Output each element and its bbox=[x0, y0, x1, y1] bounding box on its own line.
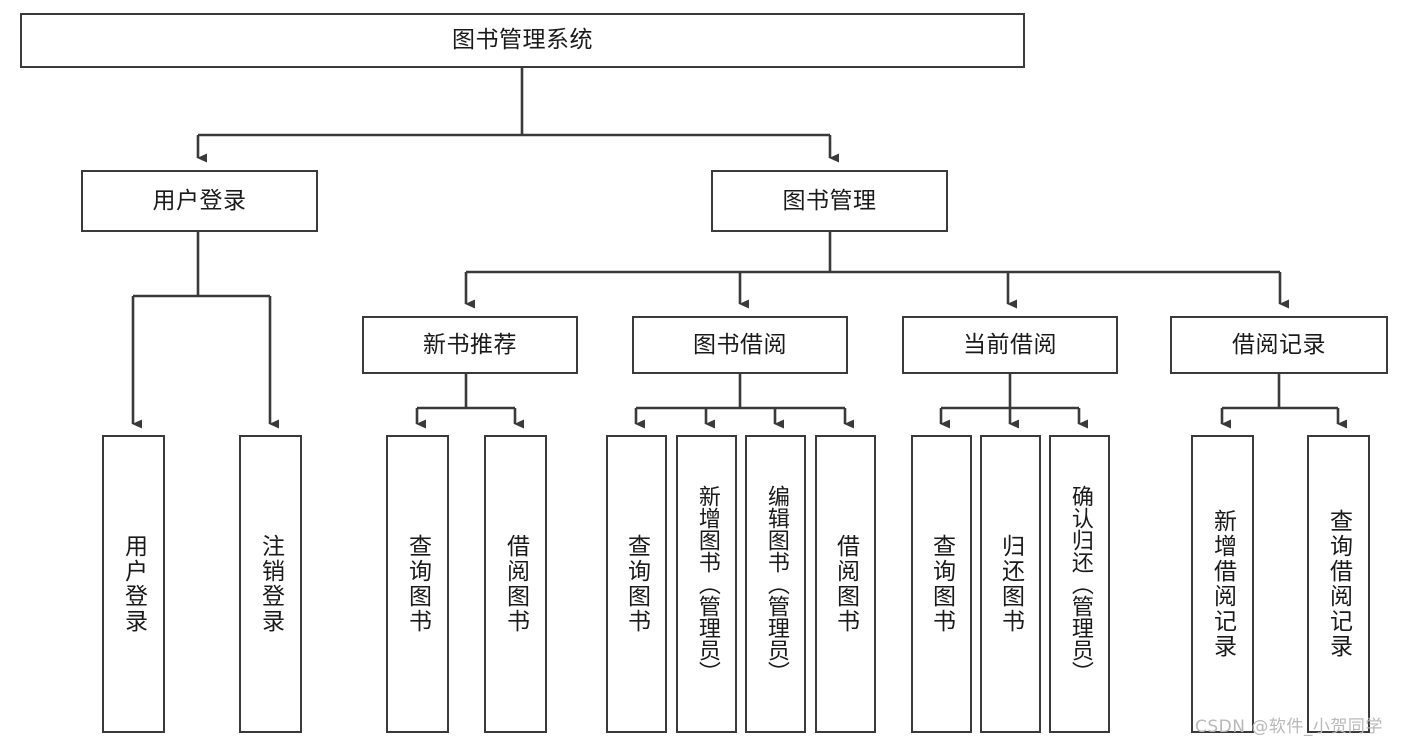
node-leaf-user-login[interactable]: 用户登录 bbox=[102, 435, 165, 733]
node-leaf-confirm-return[interactable]: 确认归还（管理员） bbox=[1049, 435, 1110, 733]
node-root-label: 图书管理系统 bbox=[452, 27, 593, 54]
node-leaf-add-record-label: 新增借阅记录 bbox=[1209, 509, 1236, 659]
node-user-login[interactable]: 用户登录 bbox=[81, 170, 318, 232]
node-book-management-label: 图书管理 bbox=[782, 187, 877, 214]
node-leaf-logout-login-label: 注销登录 bbox=[257, 534, 284, 634]
node-user-login-label: 用户登录 bbox=[152, 187, 247, 214]
node-leaf-edit-book-label: 编辑图书（管理员） bbox=[763, 485, 789, 683]
node-leaf-edit-book[interactable]: 编辑图书（管理员） bbox=[745, 435, 806, 733]
node-leaf-borrow-book-2[interactable]: 借阅图书 bbox=[815, 435, 876, 733]
node-leaf-return-book-label: 归还图书 bbox=[997, 534, 1024, 634]
node-leaf-query-book-3[interactable]: 查询图书 bbox=[911, 435, 972, 733]
node-leaf-borrow-book-2-label: 借阅图书 bbox=[832, 534, 859, 634]
node-leaf-query-book-2[interactable]: 查询图书 bbox=[606, 435, 667, 733]
node-leaf-return-book[interactable]: 归还图书 bbox=[980, 435, 1041, 733]
node-leaf-borrow-book-1-label: 借阅图书 bbox=[502, 534, 529, 634]
node-leaf-query-record-label: 查询借阅记录 bbox=[1325, 509, 1352, 659]
node-leaf-query-record[interactable]: 查询借阅记录 bbox=[1307, 435, 1370, 733]
node-book-borrow-label: 图书借阅 bbox=[693, 331, 787, 358]
watermark-text: CSDN @软件_小贺同学 bbox=[1195, 717, 1383, 737]
node-leaf-query-book-1-label: 查询图书 bbox=[404, 534, 431, 634]
node-leaf-add-book-label: 新增图书（管理员） bbox=[694, 485, 720, 683]
node-current-borrow[interactable]: 当前借阅 bbox=[902, 316, 1118, 374]
node-leaf-borrow-book-1[interactable]: 借阅图书 bbox=[484, 435, 547, 733]
node-leaf-query-book-2-label: 查询图书 bbox=[623, 534, 650, 634]
node-new-book-recommend[interactable]: 新书推荐 bbox=[362, 316, 578, 374]
node-borrow-record[interactable]: 借阅记录 bbox=[1170, 316, 1388, 374]
node-borrow-record-label: 借阅记录 bbox=[1232, 331, 1326, 358]
node-leaf-user-login-label: 用户登录 bbox=[120, 534, 147, 634]
node-leaf-query-book-1[interactable]: 查询图书 bbox=[386, 435, 449, 733]
node-leaf-confirm-return-label: 确认归还（管理员） bbox=[1067, 485, 1093, 683]
node-leaf-add-record[interactable]: 新增借阅记录 bbox=[1191, 435, 1254, 733]
node-leaf-logout-login[interactable]: 注销登录 bbox=[239, 435, 302, 733]
node-root[interactable]: 图书管理系统 bbox=[20, 13, 1025, 68]
node-new-book-recommend-label: 新书推荐 bbox=[423, 331, 517, 358]
node-current-borrow-label: 当前借阅 bbox=[963, 331, 1057, 358]
node-book-management[interactable]: 图书管理 bbox=[711, 170, 948, 232]
node-leaf-query-book-3-label: 查询图书 bbox=[928, 534, 955, 634]
node-book-borrow[interactable]: 图书借阅 bbox=[632, 316, 848, 374]
node-leaf-add-book[interactable]: 新增图书（管理员） bbox=[676, 435, 737, 733]
